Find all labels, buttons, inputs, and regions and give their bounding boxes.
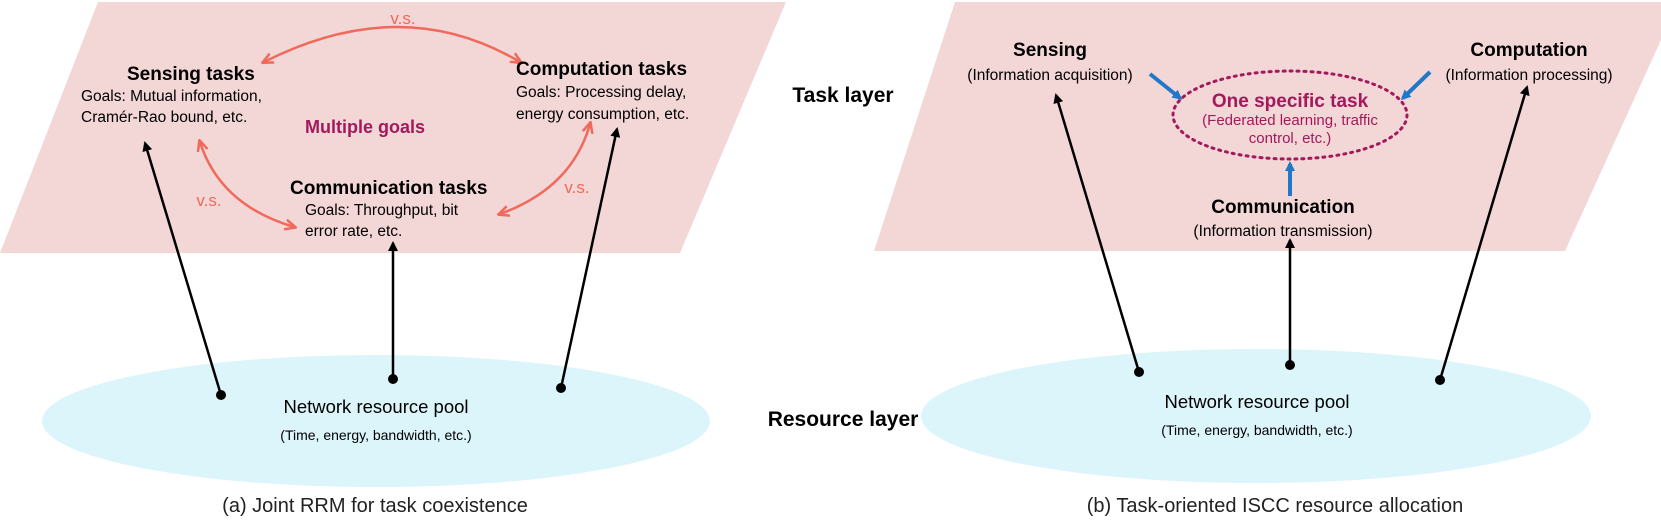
sensing-title-b: Sensing	[1013, 40, 1087, 61]
panel-a: v.s. v.s. v.s. Sensing tasks Goals: Mutu…	[0, 2, 786, 517]
panel-b: Sensing (Information acquisition) Comput…	[874, 2, 1661, 517]
versus-arrow-communication-computation	[500, 124, 590, 214]
specific-task-detail-line1: (Federated learning, traffic	[1202, 112, 1378, 129]
resource-pool-detail-a: (Time, energy, bandwidth, etc.)	[280, 427, 471, 443]
sensing-detail-b: (Information acquisition)	[967, 67, 1132, 84]
specific-task-title: One specific task	[1212, 91, 1369, 112]
resource-dot-sensing-b	[1134, 367, 1144, 377]
resource-dot-computation-b	[1435, 375, 1445, 385]
communication-tasks-goals-line2: error rate, etc.	[305, 223, 402, 240]
resource-arrow-computation-b	[1438, 85, 1530, 381]
specific-task-detail-line2: control, etc.)	[1249, 130, 1332, 147]
versus-label-right: v.s.	[564, 178, 589, 197]
caption-b: (b) Task-oriented ISCC resource allocati…	[1087, 495, 1463, 517]
communication-tasks-title: Communication tasks	[290, 178, 487, 199]
resource-arrow-computation-a	[559, 127, 621, 389]
communication-tasks-goals-line1: Goals: Throughput, bit	[305, 202, 459, 219]
resource-layer-label: Resource layer	[768, 408, 919, 431]
computation-tasks-goals-line1: Goals: Processing delay,	[516, 84, 686, 101]
resource-dot-sensing-a	[216, 390, 226, 400]
multiple-goals-label: Multiple goals	[305, 117, 425, 137]
resource-pool-title-b: Network resource pool	[1164, 391, 1349, 412]
resource-dot-communication-b	[1285, 360, 1295, 370]
task-layer-plane-b	[874, 2, 1661, 251]
versus-arrow-sensing-communication	[200, 142, 294, 227]
specific-task-ellipse	[1171, 69, 1409, 161]
computation-title-b: Computation	[1470, 40, 1587, 61]
resource-arrow-sensing-b	[1053, 93, 1141, 373]
resource-dot-computation-a	[556, 383, 566, 393]
blue-arrow-sensing	[1148, 72, 1183, 100]
sensing-tasks-goals-line2: Cramér-Rao bound, etc.	[81, 109, 247, 126]
resource-dot-communication-a	[388, 374, 398, 384]
resource-pool-ellipse-b	[921, 349, 1591, 483]
sensing-tasks-goals-line1: Goals: Mutual information,	[81, 88, 262, 105]
resource-pool-ellipse-a	[42, 355, 710, 487]
computation-tasks-goals-line2: energy consumption, etc.	[516, 106, 689, 123]
task-layer-label: Task layer	[792, 84, 893, 107]
resource-pool-title-a: Network resource pool	[283, 396, 468, 417]
versus-label-left: v.s.	[196, 191, 221, 210]
communication-detail-b: (Information transmission)	[1193, 223, 1372, 240]
sensing-tasks-title: Sensing tasks	[127, 64, 255, 85]
communication-title-b: Communication	[1211, 197, 1355, 218]
resource-pool-detail-b: (Time, energy, bandwidth, etc.)	[1161, 422, 1352, 438]
computation-detail-b: (Information processing)	[1445, 67, 1612, 84]
caption-a: (a) Joint RRM for task coexistence	[222, 495, 528, 517]
versus-label-top: v.s.	[390, 9, 415, 28]
versus-arrow-sensing-computation	[264, 25, 520, 62]
computation-tasks-title: Computation tasks	[516, 59, 687, 80]
blue-arrow-computation	[1400, 70, 1432, 101]
resource-arrow-sensing-a	[142, 141, 223, 396]
